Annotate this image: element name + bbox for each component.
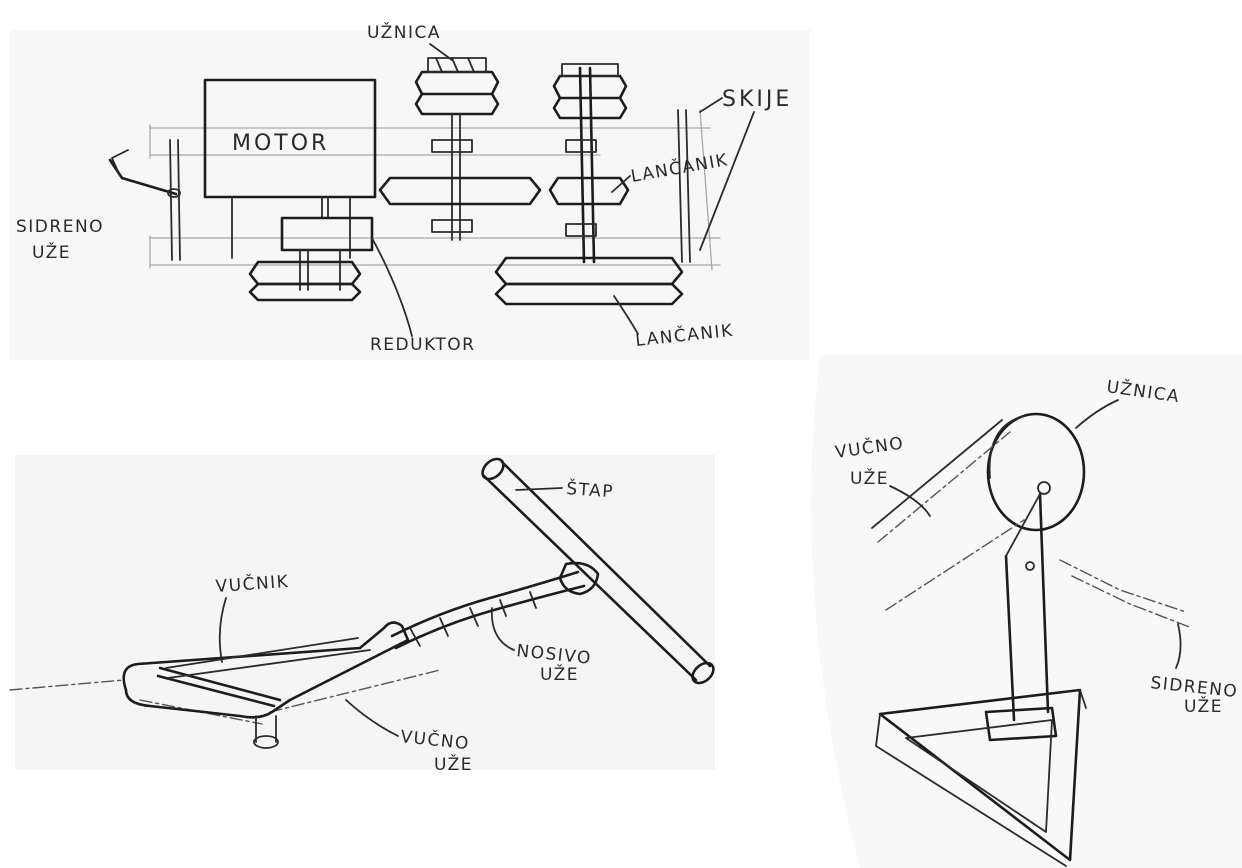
anchor-rope-left — [108, 158, 178, 196]
vucno-label-1b: UŽE — [850, 467, 889, 489]
vucno-2-leader — [345, 699, 399, 737]
uznica-top-leader — [429, 43, 453, 61]
motor-legs — [231, 196, 351, 259]
reducer-box — [280, 216, 374, 252]
reduktor-leader — [371, 237, 413, 337]
pulley-top-left-hatch — [435, 57, 475, 73]
paper-smudge-bottom-right — [811, 355, 1242, 868]
skije-leader-a — [699, 97, 723, 113]
drive-sprocket-low-2 — [248, 282, 362, 302]
vucno-1-leader — [889, 485, 931, 517]
tower-tow-rope-upper — [877, 431, 1011, 543]
bearing-4 — [565, 223, 597, 237]
tow-rope-left — [9, 679, 125, 691]
sidreno-label-2b: UŽE — [1184, 695, 1223, 717]
pulley-top-left — [414, 70, 500, 116]
tower-post-top — [1005, 493, 1041, 557]
puller-foot-stem — [255, 715, 277, 743]
sidreno-label-1a: SIDRENO — [16, 217, 104, 237]
pulley-top-left-cap — [427, 57, 487, 73]
uznica-top-label: UŽNICA — [367, 21, 441, 43]
skije-leader-b — [699, 111, 755, 251]
tower-pulley-wheel — [986, 412, 1086, 532]
drive-mechanism-drawing: MOTOR SIDRENO UŽE REDUKTOR UŽNICA — [16, 21, 792, 355]
tbar-handle-drawing: ŠTAP VUČNIK NOSIVO UŽE VUČNO UŽE — [9, 457, 715, 775]
tower-triangle-depth — [875, 689, 1087, 867]
stap-label: ŠTAP — [566, 477, 615, 502]
tower-pulley-axle — [1037, 481, 1051, 495]
post-right — [677, 109, 691, 263]
tower-tow-rope-lower — [885, 519, 1025, 611]
sidreno-label-1b: UŽE — [32, 241, 71, 263]
skije-label: SKIJE — [722, 87, 792, 112]
stap-leader — [515, 487, 563, 491]
shaft-right — [578, 66, 596, 264]
tower-bolt — [1025, 561, 1035, 571]
anchor-hook-left — [111, 149, 129, 177]
tower-pulley-rim — [988, 415, 1025, 479]
uznica-right-leader — [1075, 399, 1119, 429]
bearing-3 — [565, 139, 597, 153]
staff-bar — [482, 460, 712, 682]
pulley-tower-drawing: UŽNICA VUČNO UŽE SIDRENO UŽE — [834, 375, 1239, 867]
motor-label: MOTOR — [232, 131, 329, 156]
pulley-top-right — [552, 74, 628, 120]
puller-arm-upper — [165, 637, 371, 679]
vucnik-leader — [218, 597, 227, 663]
lancanik-small-leader — [611, 175, 631, 193]
post-left — [169, 139, 181, 261]
carry-rope-twist — [409, 591, 537, 647]
tower-base-block — [984, 706, 1058, 742]
nosivo-label-b: UŽE — [540, 663, 579, 685]
puller-frame — [122, 621, 410, 719]
staff-bottom-end — [691, 661, 715, 685]
tower-anchor-rope-2 — [1071, 575, 1193, 629]
paper-smudge-top — [10, 30, 810, 360]
sprocket-middle-left — [378, 176, 542, 206]
paper-smudge-bottom-left — [15, 455, 715, 770]
tower-triangle-base — [878, 688, 1082, 862]
carry-rope — [390, 570, 586, 650]
motor-box — [203, 78, 377, 199]
tower-tow-rope-upper-edge — [871, 419, 1003, 529]
lancanik-big-leader — [613, 295, 639, 335]
staff-knot — [558, 561, 600, 596]
tower-triangle-inner — [905, 719, 1053, 833]
anchor-knot-left — [167, 188, 181, 198]
puller-crossbar — [156, 666, 282, 708]
tow-rope-right — [269, 669, 441, 713]
sidreno-2-leader — [1175, 623, 1182, 669]
sprocket-big-lower — [494, 282, 684, 306]
reduktor-label: REDUKTOR — [370, 335, 476, 355]
sprocket-middle-right — [548, 176, 630, 206]
nosivo-leader — [491, 607, 515, 651]
vucno-label-2b: UŽE — [434, 753, 473, 775]
ski-rail-ends — [149, 109, 713, 271]
staff-top-end — [481, 457, 505, 481]
puller-foot — [253, 735, 279, 749]
tower-anchor-rope — [1059, 559, 1187, 613]
bearing-2 — [431, 219, 473, 233]
tower-post — [1004, 492, 1050, 722]
bearing-1 — [431, 139, 473, 153]
